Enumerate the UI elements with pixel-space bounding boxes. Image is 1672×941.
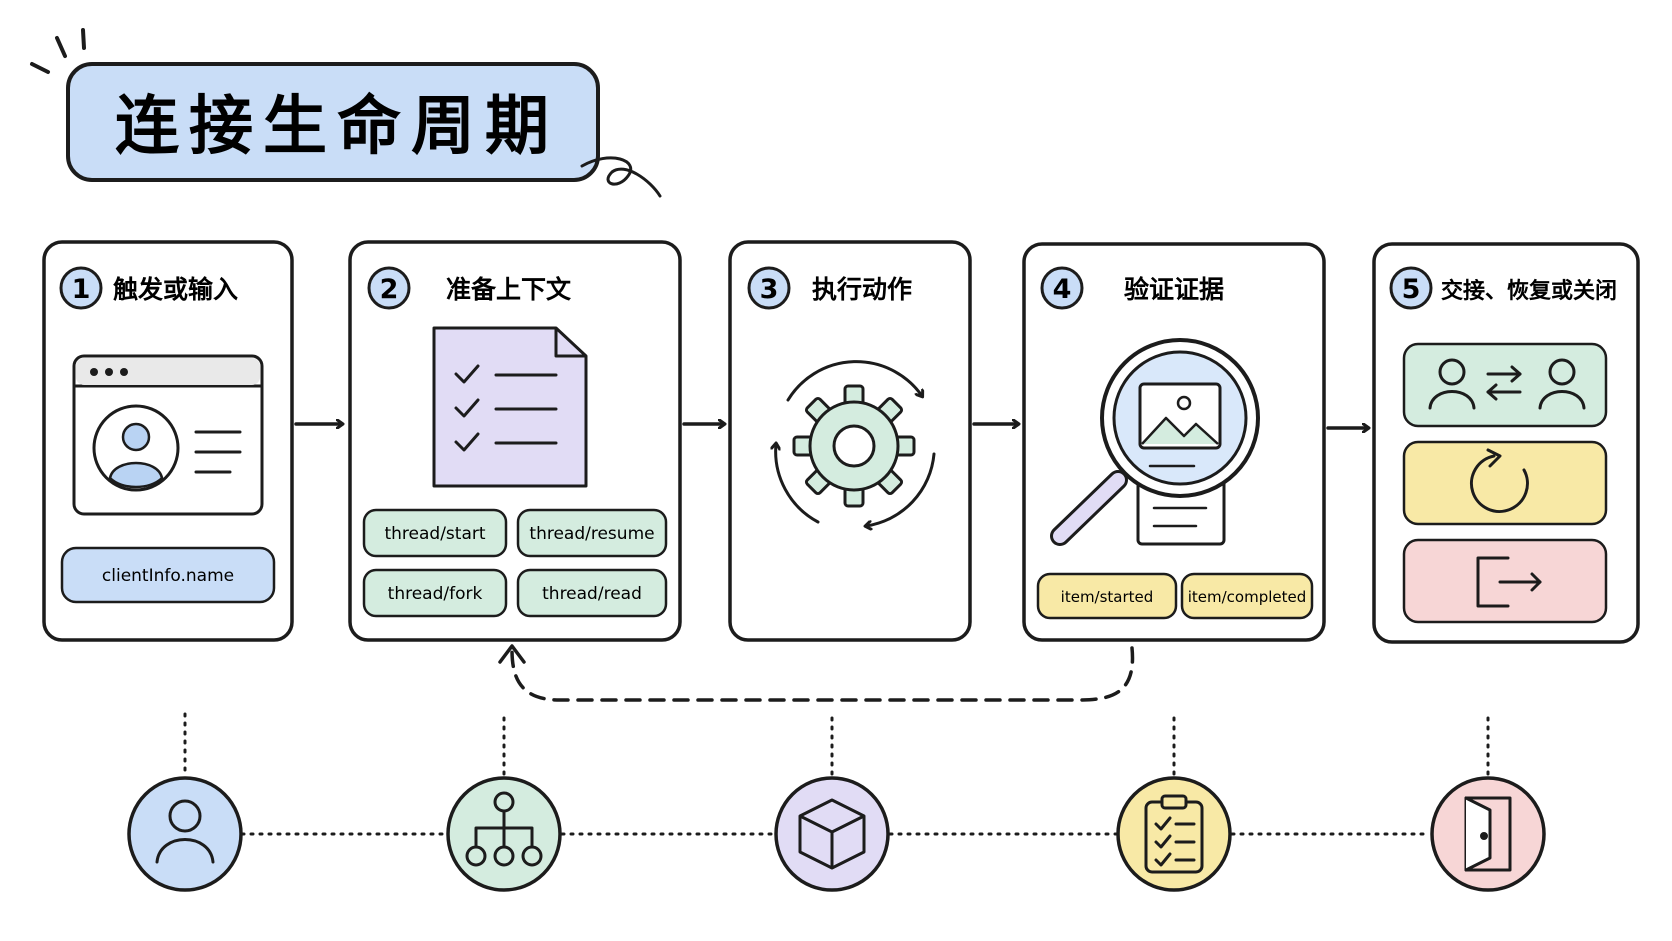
hierarchy-icon: [465, 791, 543, 867]
step-title-4: 验证证据: [1124, 275, 1224, 304]
step-badge-4: [1040, 266, 1084, 310]
door-exit-icon: [1464, 796, 1512, 872]
exit-icon: [1476, 556, 1542, 608]
step-title-5: 交接、恢复或关闭: [1441, 278, 1617, 304]
step-title-3: 执行动作: [812, 275, 912, 304]
swap-arrows-icon: [1486, 365, 1522, 401]
step-number-3: 3: [760, 274, 779, 305]
step-badge-3: [747, 266, 791, 310]
clipboard-icon: [1144, 794, 1204, 874]
chip-thread-resume: [516, 508, 668, 558]
chip-label: thread/read: [542, 584, 642, 604]
step-badge-1: [59, 266, 103, 310]
chip-item-started: [1036, 572, 1178, 620]
chip-clientinfo-name: [60, 546, 276, 604]
timeline-node-cube: [774, 776, 890, 892]
browser-profile-icon: [72, 354, 264, 516]
page-title: 连接生命周期: [115, 90, 559, 164]
user-icon: [155, 799, 215, 864]
chip-label: thread/fork: [388, 584, 483, 604]
step-card-4: 4 验证证据 item/started item/completed: [1022, 242, 1326, 642]
step-number-2: 2: [380, 274, 399, 305]
title-swirl: [580, 156, 662, 198]
step-number-5: 5: [1402, 274, 1421, 305]
title-decoration: [30, 28, 86, 74]
chip-thread-fork: [362, 568, 508, 618]
flow-arrows: [294, 424, 1368, 428]
chip-thread-read: [516, 568, 668, 618]
close-panel: [1402, 538, 1608, 624]
feedback-loop-arrowhead: [498, 644, 526, 664]
step-number-1: 1: [72, 274, 91, 305]
checklist-document-icon: [432, 326, 588, 488]
user-left-icon: [1428, 358, 1476, 410]
feedback-loop-arrow: [510, 646, 1135, 702]
magnifier-evidence-icon: [1050, 338, 1260, 546]
step-badge-5: [1389, 266, 1433, 310]
step-card-3: 3 执行动作: [728, 240, 972, 642]
title-box: [66, 62, 600, 182]
handoff-panel: [1402, 342, 1608, 428]
step-number-4: 4: [1053, 274, 1072, 305]
chip-label: thread/resume: [529, 524, 654, 544]
step-badge-2: [367, 266, 411, 310]
restore-panel: [1402, 440, 1608, 526]
timeline-node-door: [1430, 776, 1546, 892]
cube-icon: [798, 798, 866, 870]
chip-thread-start: [362, 508, 508, 558]
step-card-5: 5 交接、恢复或关闭: [1372, 242, 1640, 644]
chip-label: item/completed: [1188, 588, 1307, 606]
timeline-connectors: [183, 712, 1490, 836]
refresh-icon: [1469, 448, 1529, 513]
step-title-2: 准备上下文: [446, 275, 572, 304]
gear-cycle-icon: [776, 360, 936, 526]
timeline-node-hierarchy: [446, 776, 562, 892]
chip-label: clientInfo.name: [102, 566, 234, 586]
user-right-icon: [1538, 358, 1586, 410]
chip-item-completed: [1180, 572, 1314, 620]
step-title-1: 触发或输入: [113, 275, 238, 304]
chip-label: thread/start: [384, 524, 485, 544]
timeline-node-clipboard: [1116, 776, 1232, 892]
step-card-1: 1 触发或输入 clientInfo.name: [42, 240, 294, 642]
timeline-node-user: [127, 776, 243, 892]
step-card-2: 2 准备上下文 thread/start thread/resume threa…: [348, 240, 682, 642]
chip-label: item/started: [1061, 588, 1154, 606]
